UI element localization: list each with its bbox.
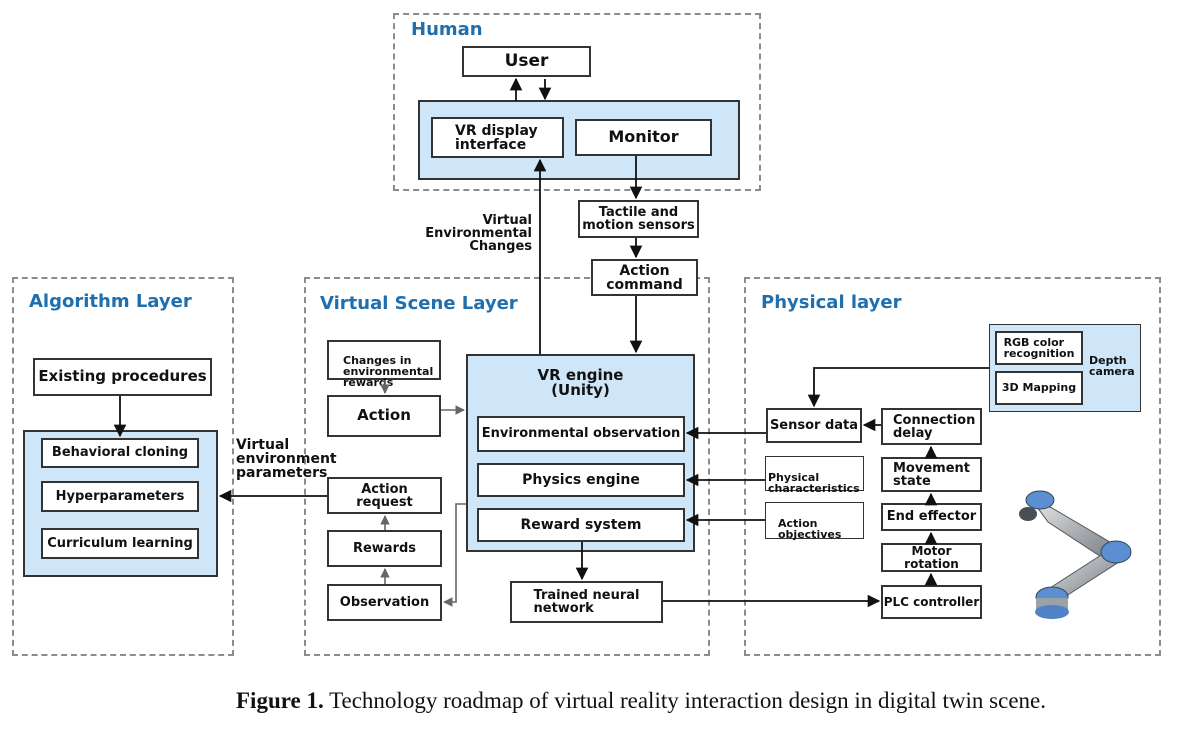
- algorithm-layer-region: [12, 277, 234, 656]
- environmental-observation-box: Environmental observation: [477, 416, 685, 452]
- curriculum-learning-label: Curriculum learning: [47, 535, 193, 551]
- changes-in-environmental-rewards-box: Changes in environmental rewards: [327, 340, 441, 388]
- physics-engine-box: Physics engine: [477, 463, 685, 497]
- trained-neural-network-label: Trained neural network: [533, 588, 640, 616]
- observation-label: Observation: [339, 594, 430, 610]
- action-command-label: Action command: [606, 262, 683, 293]
- curriculum-learning-box: Curriculum learning: [41, 528, 199, 559]
- behavioral-cloning-box: Behavioral cloning: [41, 438, 199, 468]
- hyperparameters-box: Hyperparameters: [41, 481, 199, 512]
- action-box: Action: [327, 395, 441, 437]
- vr-display-interface-label: VR display interface: [455, 122, 538, 153]
- reward-system-label: Reward system: [520, 516, 642, 533]
- action-request-label: Action request: [356, 481, 413, 510]
- changes-in-environmental-rewards-label: Changes in environmental rewards: [343, 354, 434, 389]
- algorithm-layer-title: Algorithm Layer: [29, 291, 192, 312]
- figure-caption-text: Technology roadmap of virtual reality in…: [323, 688, 1046, 713]
- figure-caption: Figure 1. Technology roadmap of virtual …: [236, 688, 1046, 714]
- depth-camera-label: Depth camera: [1089, 354, 1135, 378]
- 3d-mapping-label: 3D Mapping: [1001, 381, 1077, 395]
- observation-box: Observation: [327, 584, 442, 621]
- action-command-box: Action command: [591, 259, 698, 296]
- virtual-scene-layer-title: Virtual Scene Layer: [320, 293, 518, 314]
- sensor-data-label: Sensor data: [769, 417, 859, 433]
- figure-caption-label: Figure 1.: [236, 688, 324, 713]
- environmental-observation-label: Environmental observation: [481, 426, 681, 442]
- connection-delay-label: Connection delay: [893, 412, 976, 441]
- 3d-mapping-box: 3D Mapping: [995, 371, 1083, 405]
- physical-characteristics-box: Physical characteristics: [765, 456, 864, 494]
- trained-neural-network-box: Trained neural network: [510, 581, 663, 623]
- action-objectives-box: Action objectives: [765, 502, 864, 541]
- vr-engine-label: VR engine (Unity): [537, 366, 624, 399]
- rgb-color-recognition-label: RGB color recognition: [1003, 336, 1075, 360]
- end-effector-label: End effector: [886, 509, 977, 525]
- rewards-label: Rewards: [352, 540, 417, 556]
- monitor-label: Monitor: [608, 127, 679, 147]
- plc-controller-label: PLC controller: [883, 594, 980, 609]
- plc-controller-box: PLC controller: [881, 585, 982, 619]
- user-box: User: [462, 46, 591, 77]
- movement-state-label: Movement state: [893, 460, 970, 489]
- action-request-box: Action request: [327, 477, 442, 514]
- action-objectives-label: Action objectives: [778, 517, 842, 541]
- action-label: Action: [357, 406, 411, 425]
- vr-display-interface-box: VR display interface: [431, 117, 564, 158]
- connection-delay-box: Connection delay: [881, 408, 982, 445]
- human-region-title: Human: [411, 19, 483, 40]
- monitor-box: Monitor: [575, 119, 712, 156]
- existing-procedures-box: Existing procedures: [33, 358, 212, 396]
- virtual-environmental-changes-label: Virtual Environmental Changes: [425, 213, 532, 254]
- reward-system-box: Reward system: [477, 508, 685, 542]
- tactile-motion-sensors-box: Tactile and motion sensors: [578, 200, 699, 238]
- sensor-data-box: Sensor data: [766, 408, 862, 443]
- physical-characteristics-label: Physical characteristics: [768, 471, 860, 495]
- rewards-box: Rewards: [327, 530, 442, 567]
- virtual-scene-layer-region: [304, 277, 710, 656]
- existing-procedures-label: Existing procedures: [38, 367, 207, 386]
- behavioral-cloning-label: Behavioral cloning: [51, 445, 189, 461]
- virtual-environment-parameters-label: Virtual environment parameters: [236, 437, 337, 481]
- rgb-color-recognition-box: RGB color recognition: [995, 331, 1083, 365]
- user-label: User: [504, 50, 549, 71]
- physical-layer-title: Physical layer: [761, 292, 902, 313]
- motor-rotation-label: Motor rotation: [904, 543, 959, 571]
- human-region: [393, 13, 761, 191]
- hyperparameters-label: Hyperparameters: [55, 488, 185, 504]
- physical-layer-region: [744, 277, 1161, 656]
- physics-engine-label: Physics engine: [522, 471, 640, 488]
- tactile-motion-sensors-label: Tactile and motion sensors: [582, 205, 695, 233]
